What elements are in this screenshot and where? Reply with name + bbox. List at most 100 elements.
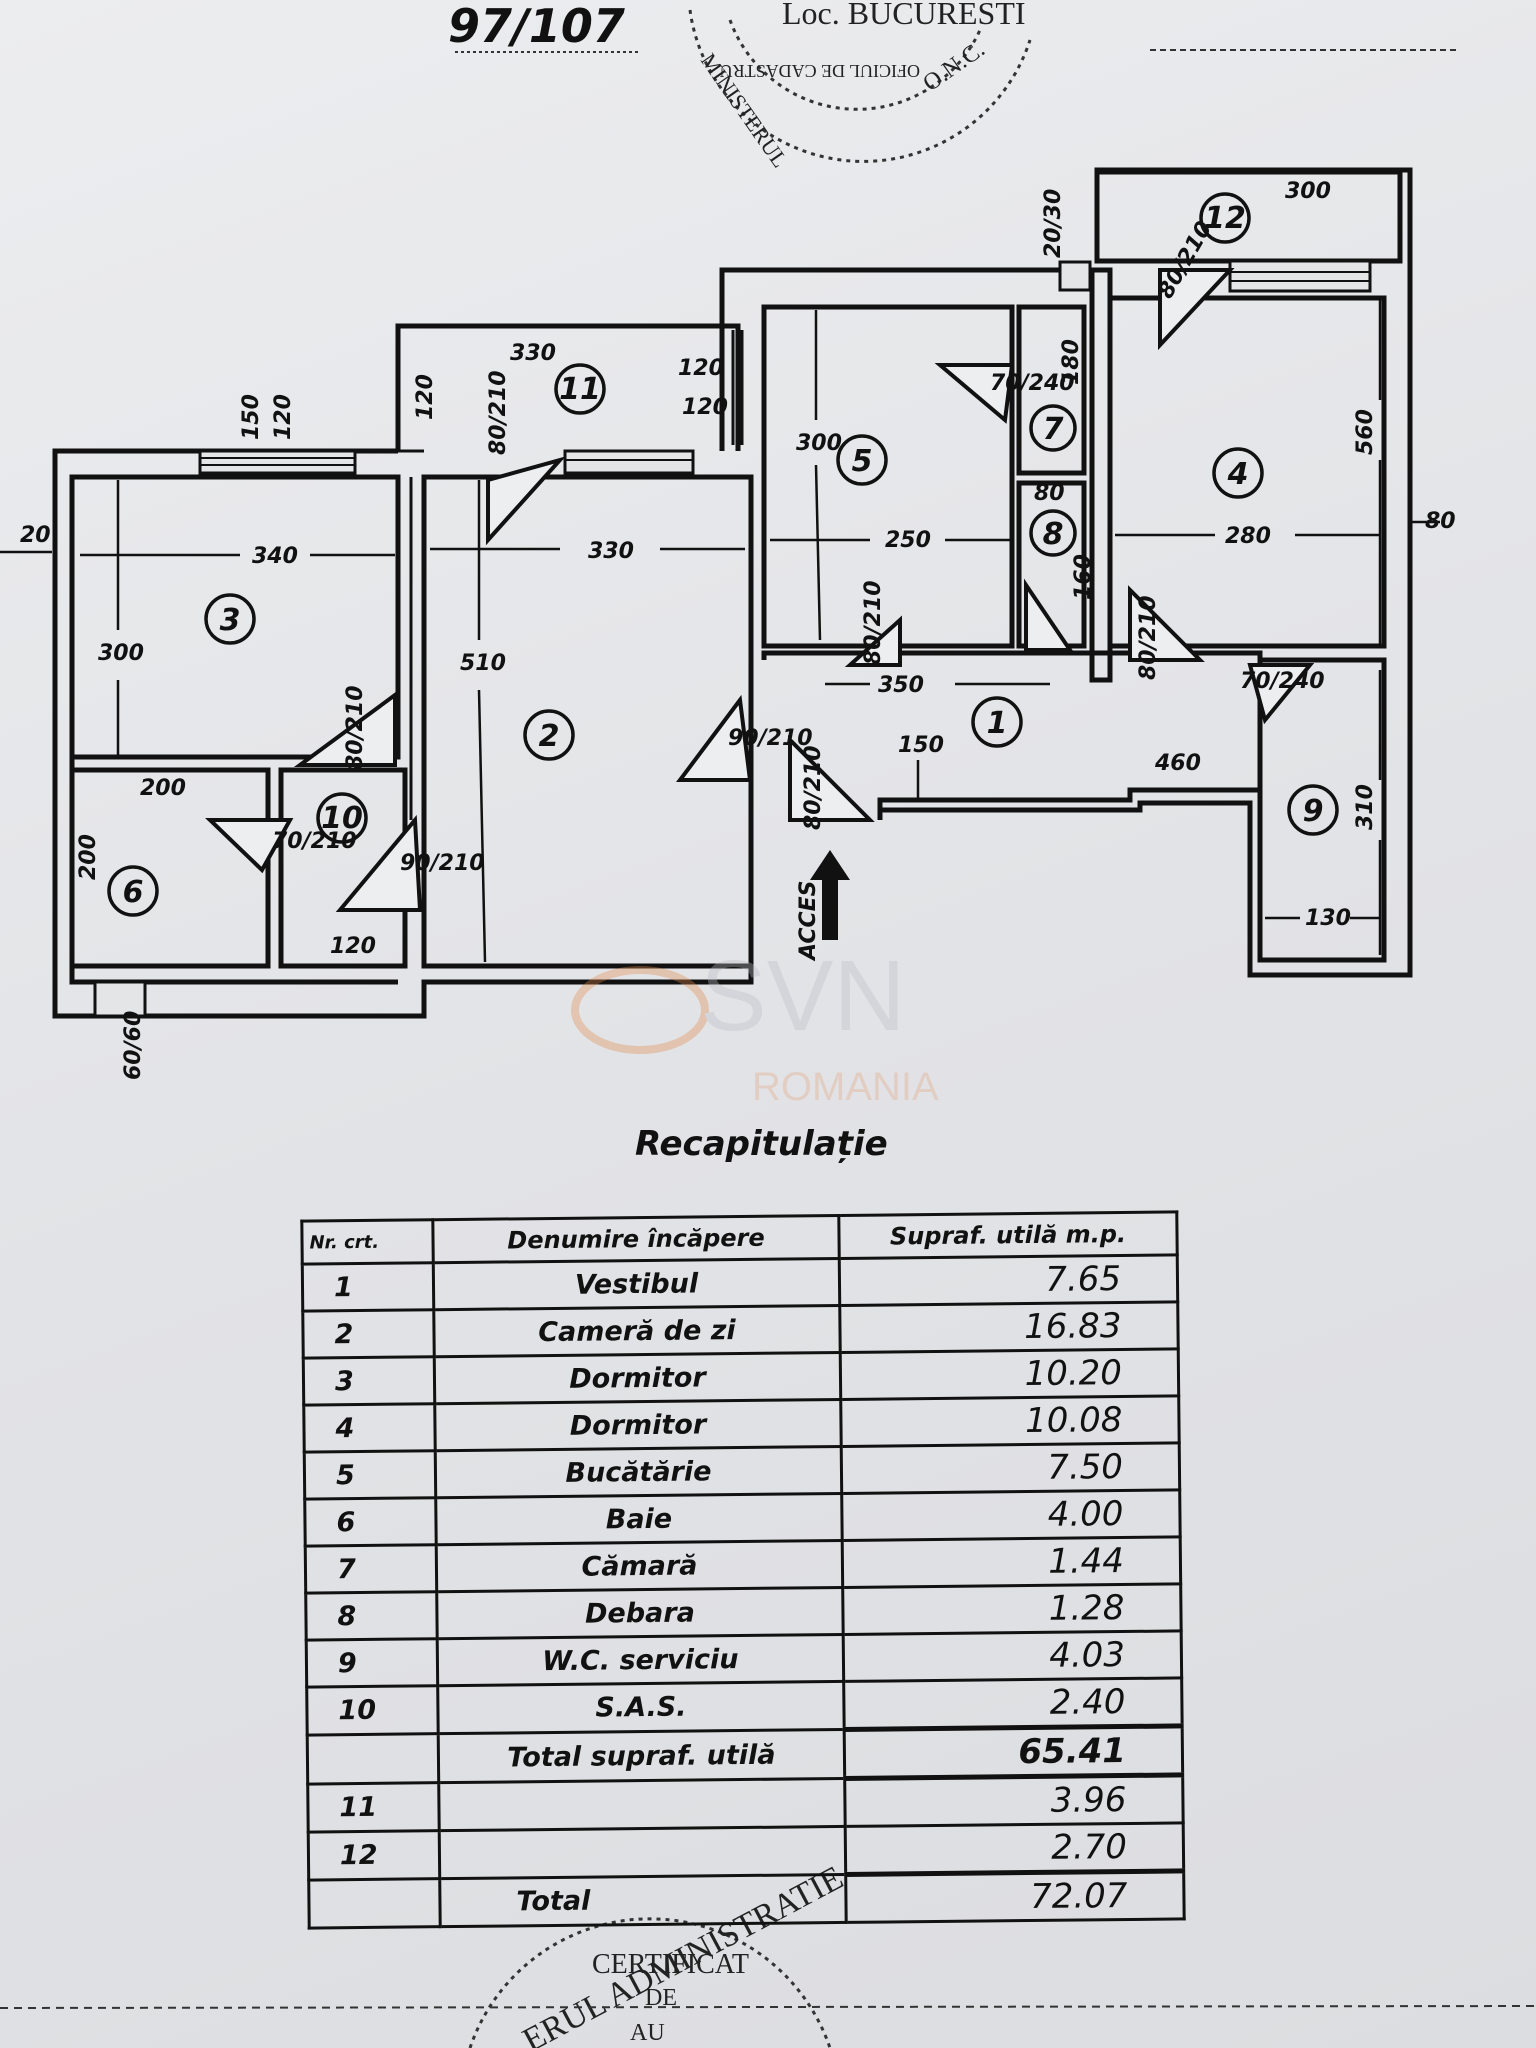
room-5-bucatarie <box>761 304 1015 649</box>
row-nr: 1 <box>302 1262 434 1312</box>
room-6-baie <box>69 767 271 969</box>
row-name: Baie <box>435 1493 843 1545</box>
door-swings <box>205 268 1315 912</box>
row-name: S.A.S. <box>437 1681 845 1734</box>
row-name: Bucătărie <box>435 1446 842 1498</box>
dim-label: 80 <box>1425 509 1456 534</box>
access-label: ACCES <box>796 880 821 962</box>
room-number: 5 <box>852 444 873 479</box>
outer-wall-east <box>877 167 1413 978</box>
access-arrow-icon <box>810 850 850 940</box>
row-nr: 2 <box>302 1309 435 1359</box>
room-number: 8 <box>1043 517 1064 552</box>
dim-label: 70/240 <box>1240 669 1325 694</box>
dim-label: 460 <box>1154 751 1201 776</box>
room-9-wc-serviciu <box>1257 657 1387 963</box>
row-name: Cameră de zi <box>433 1305 841 1357</box>
dim-label: 350 <box>878 673 924 698</box>
room-7-camara <box>1016 304 1087 476</box>
row-area: 4.03 <box>843 1630 1182 1682</box>
room-number: 10 <box>321 801 363 836</box>
row-nr <box>308 1878 441 1929</box>
row-name <box>438 1778 846 1831</box>
summary-title: Recapitulație <box>635 1124 888 1164</box>
row-nr <box>307 1733 439 1785</box>
dim-label: 120 <box>271 394 296 440</box>
stamp-line: CERTIFICAT <box>592 1949 749 1980</box>
dim-label: 560 <box>1353 409 1378 455</box>
room-number: 9 <box>1303 794 1324 829</box>
row-area: 10.20 <box>840 1348 1179 1400</box>
dim-label: 70/240 <box>990 371 1075 396</box>
room-number: 12 <box>1204 201 1246 236</box>
room-number: 6 <box>123 875 144 910</box>
row-nr: 4 <box>303 1403 436 1453</box>
dim-label: 200 <box>140 776 186 801</box>
dim-label: 20 <box>20 523 51 548</box>
floor-plan: ACCES 1 2 3 4 5 6 7 8 9 10 11 12 <box>0 167 1456 1080</box>
row-nr: 9 <box>306 1638 438 1688</box>
room-number: 2 <box>539 719 560 754</box>
row-nr: 7 <box>305 1544 437 1594</box>
row-nr: 8 <box>305 1591 438 1641</box>
stamp-office: OFICIUL DE CADASTRU <box>720 61 920 81</box>
room-number: 4 <box>1227 457 1249 492</box>
watermark-country: ROMANIA <box>752 1065 939 1109</box>
dim-label: 280 <box>1225 524 1271 549</box>
dim-label: 300 <box>1285 179 1331 204</box>
dim-label: 80/210 <box>486 370 511 455</box>
footer-rule <box>0 2005 1536 2009</box>
dim-label: 300 <box>796 431 842 456</box>
document-number: 97/107 <box>448 0 625 53</box>
total-area: 72.07 <box>845 1870 1185 1923</box>
room-number: 3 <box>220 603 241 638</box>
room-11-balcony <box>395 323 741 451</box>
header-nr: Nr. crt. <box>301 1219 434 1265</box>
dim-label: 250 <box>885 528 931 553</box>
dim-label: 200 <box>76 834 101 880</box>
outer-wall-left <box>52 448 754 1019</box>
stamp-line: AU <box>630 2020 665 2046</box>
dim-label: 80/210 <box>1136 595 1161 680</box>
dim-label: 330 <box>588 539 634 564</box>
dim-label: 510 <box>460 651 506 676</box>
row-area: 10.08 <box>840 1395 1180 1447</box>
dim-label: 340 <box>252 544 298 569</box>
dim-label: 80/210 <box>343 685 368 770</box>
dim-label: 120 <box>678 356 724 381</box>
dim-label: 120 <box>330 934 376 959</box>
row-area: 2.40 <box>843 1677 1183 1730</box>
row-nr: 10 <box>306 1685 439 1736</box>
row-nr: 11 <box>307 1782 440 1833</box>
header-name: Denumire încăpere <box>432 1215 840 1263</box>
watermark-brand: SVN <box>700 940 906 1052</box>
dim-label: 160 <box>1071 554 1096 600</box>
row-name: Dormitor <box>434 1352 841 1404</box>
row-area: 16.83 <box>839 1301 1179 1353</box>
dim-label: 150 <box>239 394 264 440</box>
row-nr: 6 <box>304 1497 437 1547</box>
row-nr: 12 <box>308 1830 440 1881</box>
room-number: 7 <box>1043 412 1064 447</box>
room-2-camera-de-zi <box>421 474 754 969</box>
outer-wall-right-block <box>719 267 1097 451</box>
summary-table: Nr. crt. Denumire încăpere Supraf. utilă… <box>300 1210 1185 1929</box>
row-nr: 3 <box>303 1356 435 1406</box>
window <box>93 259 1372 1018</box>
dim-label: 180 <box>1059 339 1084 385</box>
room-3-dormitor <box>69 474 401 760</box>
room-number: 1 <box>987 706 1008 741</box>
cadastre-stamp-top: Loc. BUCURESTI MINISTERUL OFICIUL DE CAD… <box>688 0 1032 172</box>
dim-label: 60/60 <box>121 1011 146 1080</box>
dim-label: 130 <box>1305 906 1351 931</box>
dim-label: 90/210 <box>400 851 485 876</box>
header-area: Supraf. utilă m.p. <box>838 1211 1178 1259</box>
row-area: 1.28 <box>842 1583 1182 1635</box>
room-number: 11 <box>559 372 601 407</box>
dim-label: 330 <box>510 341 556 366</box>
subtotal-area: 65.41 <box>844 1725 1183 1779</box>
subtotal-label: Total supraf. utilă <box>438 1729 845 1783</box>
row-area: 2.70 <box>845 1822 1184 1875</box>
